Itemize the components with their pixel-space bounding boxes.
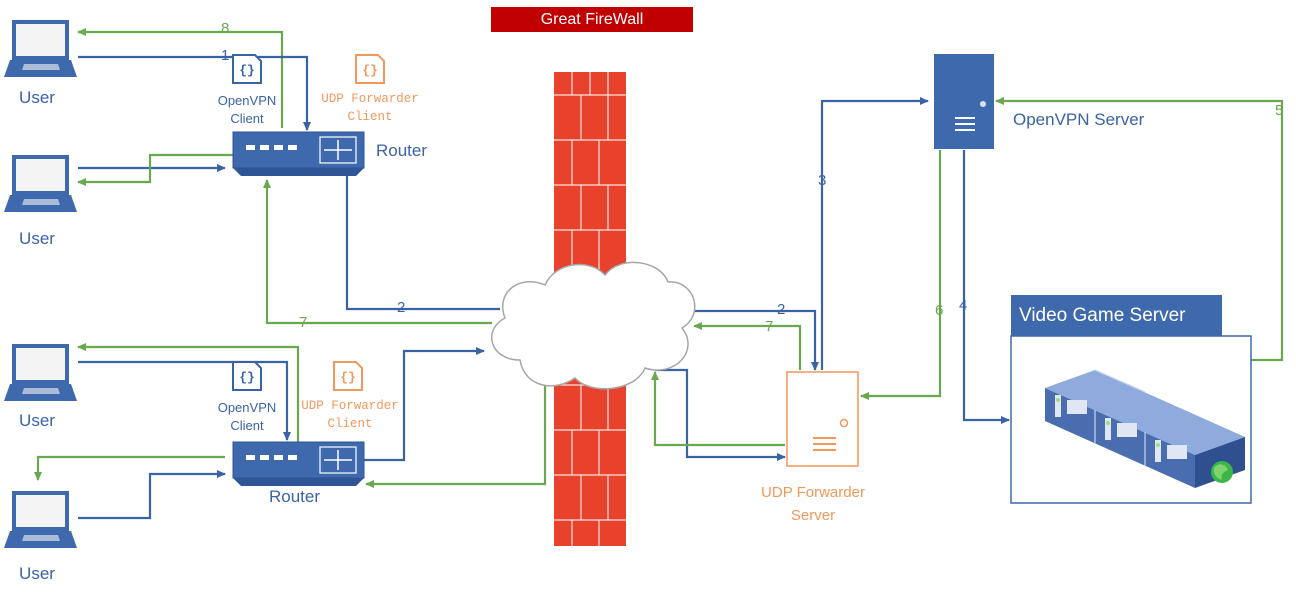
globe-icon <box>1211 461 1233 483</box>
user-label: User <box>19 88 55 107</box>
step-1-label: 1 <box>221 47 230 64</box>
user-laptop-icon <box>4 344 77 401</box>
path-6-openvpn-to-forwarder <box>860 150 942 400</box>
user-laptop-icon <box>4 20 77 77</box>
step-3-label: 3 <box>818 172 827 189</box>
step-8-label: 8 <box>221 20 230 37</box>
path-2-cloud-to-forwarder <box>690 309 819 371</box>
path-7-cloud-to-router <box>263 179 492 325</box>
openvpn-server-icon <box>934 54 994 149</box>
openvpn-server-label: OpenVPN Server <box>1013 110 1145 129</box>
router-icon <box>232 441 365 486</box>
step-4-label: 4 <box>959 297 968 314</box>
great-firewall-banner: Great FireWall <box>491 7 693 32</box>
internet-cloud <box>490 261 696 390</box>
udp-forwarder-client-file-icon: {} <box>333 361 363 391</box>
path-1-user-to-router <box>78 55 311 131</box>
path-7-forwarder-to-cloud <box>693 322 802 370</box>
router-label: Router <box>269 487 321 506</box>
user-laptop-icon <box>4 155 77 212</box>
udp-forwarder-server-icon <box>786 371 859 467</box>
path-5-game-to-openvpn <box>995 97 1284 362</box>
router-icon <box>232 131 365 176</box>
step-7-label: 7 <box>765 318 774 335</box>
router-label: Router <box>376 141 428 160</box>
udp-forwarder-client-file-icon: {} <box>355 54 385 84</box>
step-5-label: 5 <box>1275 102 1284 119</box>
path-3-forwarder-to-openvpn <box>820 97 929 370</box>
user-label: User <box>19 411 55 430</box>
openvpn-client-file-icon: {} <box>232 54 262 84</box>
svg-text:{}: {} <box>340 370 356 385</box>
user-label: User <box>19 564 55 583</box>
step-2-label: 2 <box>397 299 406 316</box>
user-label: User <box>19 229 55 248</box>
step-6-label: 6 <box>935 302 944 319</box>
svg-text:{}: {} <box>362 63 378 78</box>
svg-text:{}: {} <box>239 370 255 385</box>
svg-text:{}: {} <box>239 63 255 78</box>
step-2-label: 2 <box>777 301 786 318</box>
video-game-server-title: Video Game Server <box>1011 295 1222 336</box>
path-8-to-user <box>77 28 284 128</box>
openvpn-client-file-icon: {} <box>232 361 262 391</box>
path-2-router-to-cloud <box>345 175 500 311</box>
step-7-label: 7 <box>299 314 308 331</box>
path-4-openvpn-to-game <box>962 150 1010 424</box>
user-laptop-icon <box>4 491 77 548</box>
